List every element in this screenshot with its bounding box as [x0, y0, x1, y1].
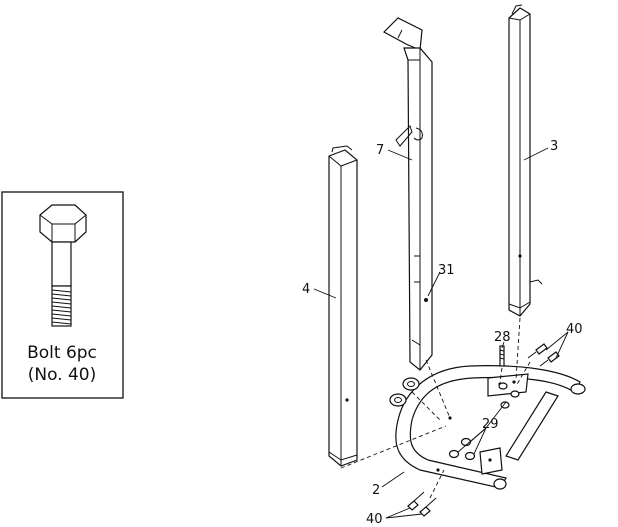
part-3-right-upright [508, 4, 543, 317]
callout-part-2: 2 [372, 483, 380, 498]
callout-part-31: 31 [438, 263, 455, 278]
part-28-bolt [499, 345, 505, 367]
part-40-bolts-bottom [407, 491, 437, 517]
callout-part-28: 28 [494, 330, 511, 345]
hex-bolt-icon [39, 204, 87, 327]
leader-lines [313, 147, 569, 519]
callout-part-3: 3 [550, 139, 558, 154]
callout-part-40-top: 40 [566, 322, 583, 337]
callout-part-29: 29 [482, 417, 499, 432]
callout-part-4: 4 [302, 282, 310, 297]
bolt-caption-line2: (No. 40) [28, 365, 97, 385]
part-2-base-frame [395, 365, 586, 490]
part-7-center-upright [383, 17, 433, 371]
callout-part-40-bottom: 40 [366, 512, 383, 527]
hardware-nuts [389, 377, 520, 461]
part-40-bolts-top [527, 343, 560, 367]
assembly-guides [340, 317, 531, 499]
callout-part-7: 7 [376, 143, 384, 158]
bolt-caption-line1: Bolt 6pc [27, 343, 97, 363]
part-4-left-upright [328, 145, 358, 467]
bolt-reference-box: Bolt 6pc (No. 40) [1, 191, 124, 399]
